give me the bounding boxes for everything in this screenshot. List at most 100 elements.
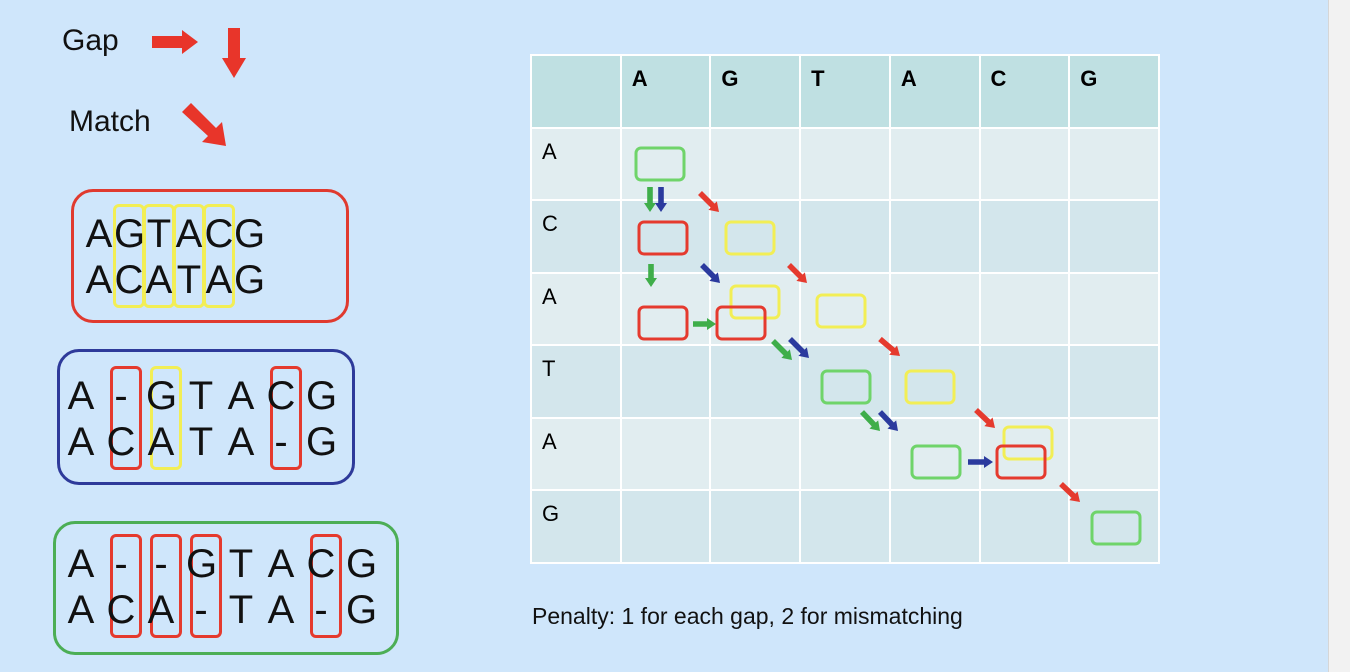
gap-highlight bbox=[270, 366, 302, 470]
sequence-char: A bbox=[67, 542, 95, 586]
grid-cell bbox=[888, 126, 981, 202]
row-header-label: A bbox=[542, 138, 557, 164]
grid-cell bbox=[1068, 271, 1160, 347]
gap-highlight bbox=[310, 534, 342, 638]
grid-header-row: A G T A C G bbox=[530, 54, 1160, 129]
col-header-label: T bbox=[811, 66, 825, 91]
grid-cell bbox=[619, 199, 712, 274]
sequence-char: A bbox=[267, 588, 295, 632]
down-arrow-icon-green bbox=[645, 264, 657, 287]
grid-row: C bbox=[530, 199, 1160, 274]
sequence-char: A bbox=[145, 258, 173, 302]
down-arrow-icon bbox=[222, 28, 246, 78]
row-header: C bbox=[530, 199, 622, 274]
path-cell-box-green bbox=[634, 146, 686, 182]
match-legend-label: Match bbox=[69, 105, 151, 138]
alignment-box-1 bbox=[71, 189, 349, 323]
grid-cell bbox=[799, 344, 891, 419]
match-highlight bbox=[150, 366, 182, 470]
grid-cell bbox=[978, 126, 1071, 202]
grid-cell bbox=[1068, 416, 1160, 492]
gap-highlight bbox=[150, 534, 182, 638]
path-cell-box-yellow bbox=[904, 369, 956, 405]
grid-cell bbox=[1068, 489, 1160, 564]
col-header: A bbox=[619, 54, 712, 129]
grid-cell bbox=[799, 416, 891, 492]
diagonal-arrow-icon-red bbox=[878, 336, 900, 356]
path-cell-box-yellow bbox=[1002, 425, 1054, 461]
grid-cell bbox=[799, 199, 891, 274]
row-header: A bbox=[530, 271, 622, 347]
col-header-label: C bbox=[990, 66, 1007, 91]
sequence-char: C bbox=[204, 212, 234, 256]
sequence-char: A bbox=[227, 374, 255, 418]
path-cell-box-green bbox=[910, 444, 962, 480]
row-header: A bbox=[530, 416, 622, 492]
down-arrow-icon-green bbox=[644, 187, 656, 212]
sequence-char: - bbox=[114, 374, 128, 418]
sequence-char: A bbox=[227, 420, 255, 464]
path-cell-box-red bbox=[995, 444, 1047, 480]
sequence-char: G bbox=[346, 542, 378, 586]
col-header: C bbox=[978, 54, 1071, 129]
diagonal-arrow-icon-green bbox=[771, 339, 792, 360]
sequence-char: G bbox=[306, 420, 338, 464]
sequence-char: C bbox=[266, 374, 296, 418]
sequence-char: T bbox=[146, 212, 172, 256]
row-header-label: A bbox=[542, 283, 557, 309]
path-cell-box-red bbox=[637, 305, 689, 341]
sequence-char: C bbox=[114, 258, 144, 302]
grid-cell bbox=[799, 489, 891, 564]
col-header: A bbox=[888, 54, 981, 129]
right-arrow-icon bbox=[152, 30, 198, 54]
right-arrow-icon-blue bbox=[968, 456, 993, 468]
penalty-note: Penalty: 1 for each gap, 2 for mismatchi… bbox=[532, 603, 963, 629]
grid-cell bbox=[978, 344, 1071, 419]
down-arrow-icon-blue bbox=[655, 187, 667, 212]
path-cell-box-yellow bbox=[815, 293, 867, 329]
sequence-char: A bbox=[67, 420, 95, 464]
diagonal-arrow-icon-red bbox=[974, 407, 995, 428]
sequence-char: - bbox=[154, 542, 168, 586]
grid-cell bbox=[1068, 199, 1160, 274]
row-header: G bbox=[530, 489, 622, 564]
col-header-label: G bbox=[1080, 66, 1098, 91]
grid-cell bbox=[709, 489, 802, 564]
sequence-char: G bbox=[234, 258, 266, 302]
gap-highlight bbox=[190, 534, 222, 638]
path-cell-box-yellow bbox=[724, 220, 776, 256]
col-header-label: A bbox=[631, 66, 648, 91]
row-header: T bbox=[530, 344, 622, 419]
grid-cell bbox=[799, 271, 891, 347]
grid-cell bbox=[888, 271, 981, 347]
sequence-char: G bbox=[234, 212, 266, 256]
row-header-label: C bbox=[542, 211, 558, 237]
sequence-char: G bbox=[146, 374, 178, 418]
grid-cell bbox=[1068, 344, 1160, 419]
sequence-char: C bbox=[306, 542, 336, 586]
sequence-char: A bbox=[67, 588, 95, 632]
grid-cell bbox=[978, 271, 1071, 347]
col-header: T bbox=[799, 54, 891, 129]
sequence-char: - bbox=[314, 588, 328, 632]
row-header: A bbox=[530, 126, 622, 202]
grid-cell bbox=[619, 416, 712, 492]
grid-cell bbox=[1068, 126, 1160, 202]
row-header-label: G bbox=[542, 501, 560, 527]
sequence-char: A bbox=[205, 258, 233, 302]
row-header-label: T bbox=[542, 356, 556, 382]
sequence-char: G bbox=[346, 588, 378, 632]
sequence-char: A bbox=[85, 258, 113, 302]
vertical-scrollbar[interactable] bbox=[1328, 0, 1350, 672]
path-cell-box-green bbox=[820, 369, 872, 405]
